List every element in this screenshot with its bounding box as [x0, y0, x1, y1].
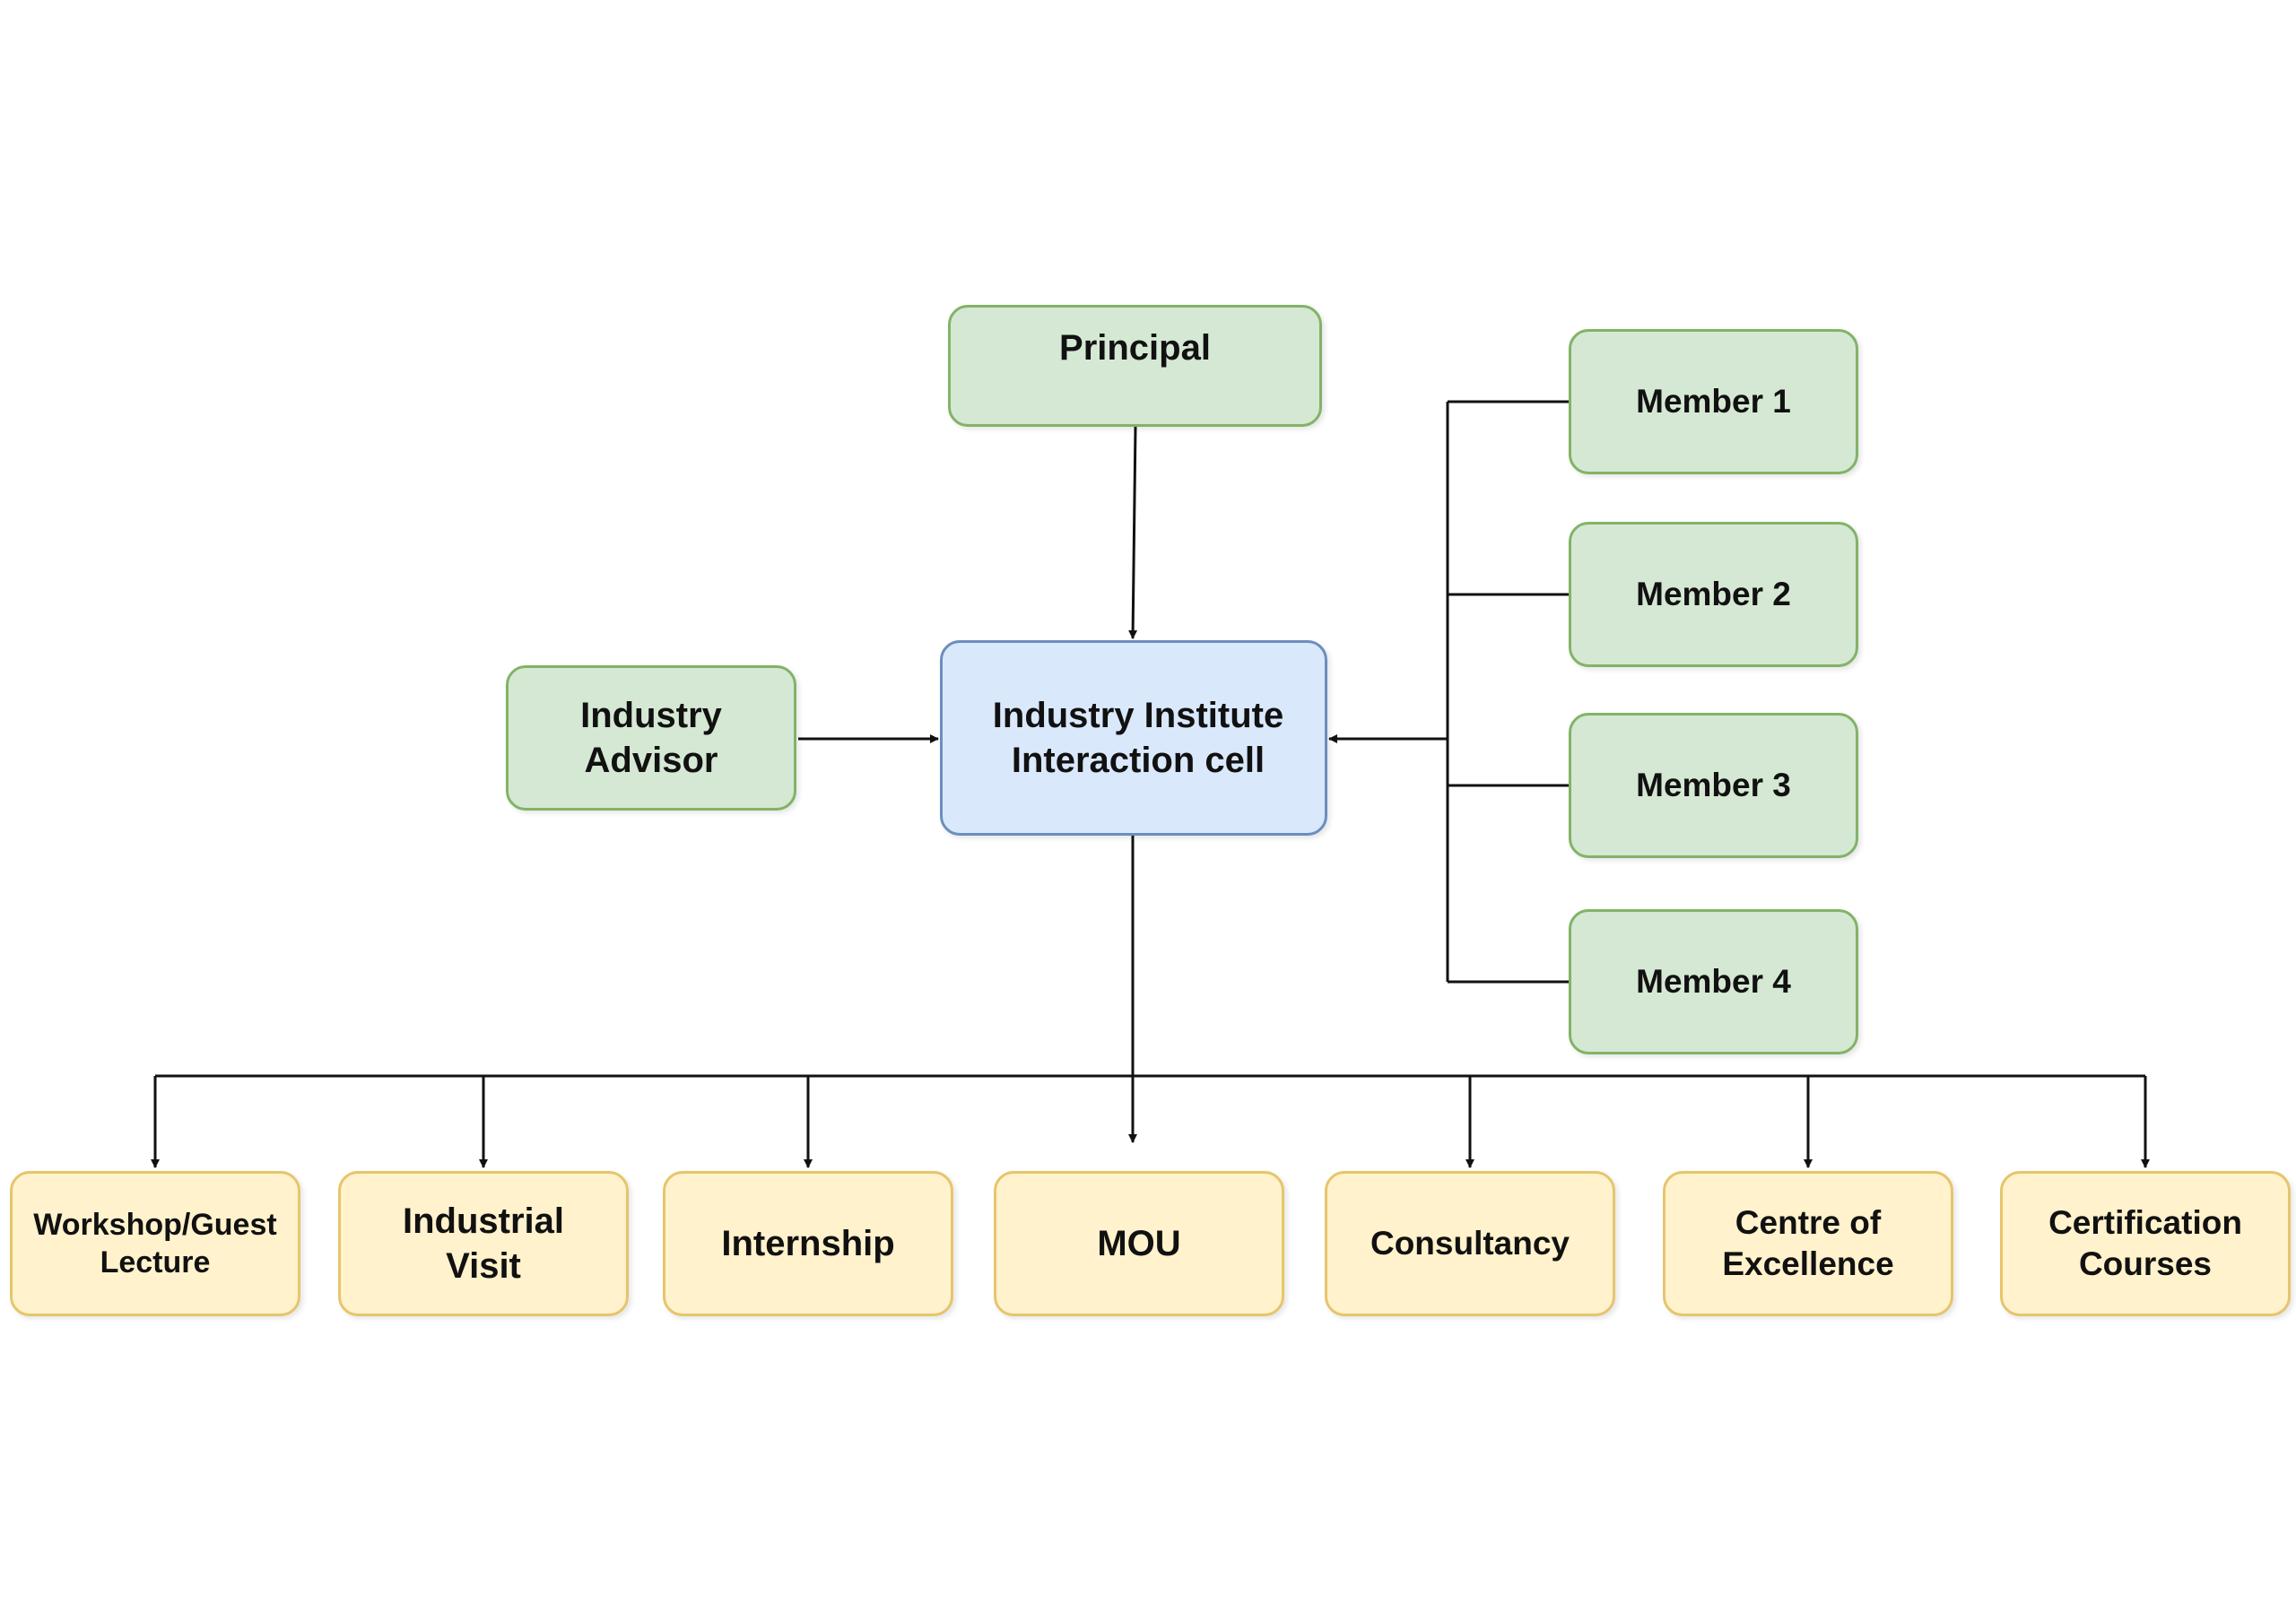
centre-of-excellence-node: Centre of Excellence — [1663, 1171, 1953, 1316]
certification-courses-node: Certification Courses — [2000, 1171, 2291, 1316]
principal-to-cell-arrow — [1128, 426, 1138, 639]
industry-institute-interaction-cell-node: Industry Institute Interaction cell — [940, 640, 1327, 836]
member-2-node: Member 2 — [1569, 522, 1858, 667]
industrial-visit-node: Industrial Visit — [338, 1171, 629, 1316]
member-3-node: Member 3 — [1569, 713, 1858, 858]
internship-node: Internship — [663, 1171, 953, 1316]
industry-advisor-node: Industry Advisor — [506, 665, 796, 811]
member-4-node: Member 4 — [1569, 909, 1858, 1054]
mou-node: MOU — [994, 1171, 1284, 1316]
member-1-node: Member 1 — [1569, 329, 1858, 474]
consultancy-node: Consultancy — [1325, 1171, 1615, 1316]
workshop-guest-lecture-node: Workshop/Guest Lecture — [10, 1171, 300, 1316]
principal-node: Principal — [948, 305, 1322, 427]
